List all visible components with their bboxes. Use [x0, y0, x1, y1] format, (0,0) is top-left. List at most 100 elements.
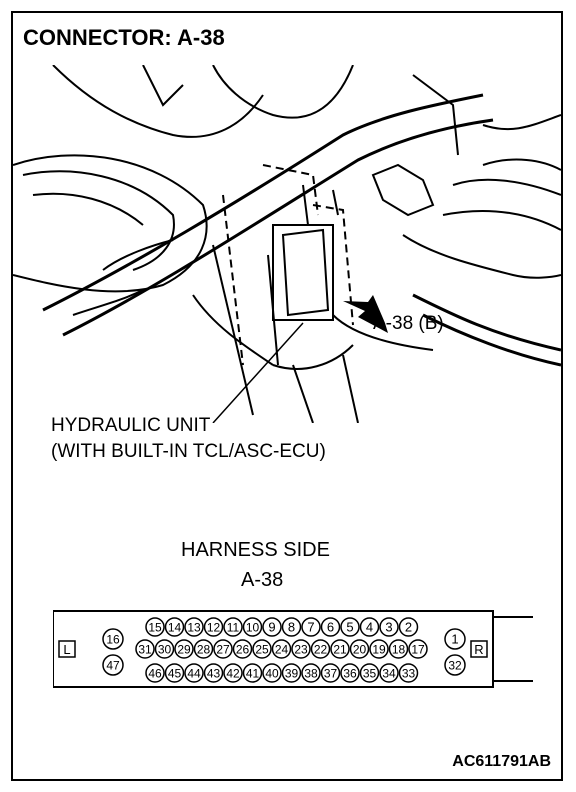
pin-8: 8 — [288, 620, 295, 635]
pin-3-circle — [379, 617, 399, 637]
pin-21: 21 — [333, 643, 347, 657]
pin-14: 14 — [168, 621, 182, 635]
pin-41: 41 — [246, 667, 260, 681]
pin-41-circle — [242, 663, 263, 683]
pin-45: 45 — [168, 667, 182, 681]
pin-7: 7 — [307, 620, 314, 635]
pin-29: 29 — [177, 643, 191, 657]
pin-27: 27 — [216, 643, 230, 657]
connector-housing — [53, 610, 494, 688]
pin-20-circle — [349, 639, 370, 659]
hydraulic-unit-sublabel: (WITH BUILT-IN TCL/ASC-ECU) — [51, 441, 326, 462]
pin-44: 44 — [187, 667, 201, 681]
pin-43: 43 — [207, 667, 221, 681]
pin-11-circle — [223, 617, 243, 637]
pin-23-circle — [291, 639, 311, 659]
pin-19-circle — [369, 639, 389, 659]
pin-31-circle — [135, 639, 155, 659]
pin-2: 2 — [405, 620, 412, 635]
pin-1-circle — [444, 628, 466, 650]
pin-6: 6 — [327, 620, 334, 635]
pin-15-circle — [145, 617, 165, 637]
pin-16-circle — [102, 628, 124, 650]
hydraulic-unit-label: HYDRAULIC UNIT — [51, 415, 211, 436]
pin-29-circle — [174, 639, 194, 659]
pin-23: 23 — [294, 643, 308, 657]
pin-39: 39 — [285, 667, 299, 681]
pin-30-circle — [154, 639, 175, 659]
pin-34-circle — [379, 663, 399, 683]
pin-26-circle — [232, 639, 253, 659]
pin-35: 35 — [363, 667, 377, 681]
pin-42-circle — [223, 663, 243, 683]
pin-4-circle — [359, 617, 380, 637]
pin-47-circle — [102, 654, 124, 676]
pin-1: 1 — [451, 632, 458, 647]
pin-16: 16 — [106, 633, 120, 647]
pin-36: 36 — [343, 667, 357, 681]
pin-25-circle — [252, 639, 272, 659]
pin-38-circle — [301, 663, 321, 683]
pin-38: 38 — [304, 667, 318, 681]
pin-17-circle — [408, 639, 428, 659]
pin-43-circle — [203, 663, 224, 683]
pin-30: 30 — [158, 643, 172, 657]
pin-21-circle — [330, 639, 350, 659]
pin-46-circle — [145, 663, 165, 683]
connector-callout-label: A-38 (B) — [373, 313, 444, 334]
pin-3: 3 — [385, 620, 392, 635]
engine-bay-illustration — [13, 65, 561, 423]
pin-12-circle — [203, 617, 224, 637]
figure-title: CONNECTOR: A-38 — [23, 25, 225, 50]
pin-10-circle — [242, 617, 263, 637]
left-side-marker-text: L — [63, 642, 70, 657]
pin-31: 31 — [138, 643, 152, 657]
pin-7-circle — [301, 617, 321, 637]
pin-34: 34 — [382, 667, 396, 681]
pin-42: 42 — [226, 667, 240, 681]
pin-9-circle — [262, 617, 282, 637]
pin-37: 37 — [324, 667, 338, 681]
right-side-marker-text: R — [474, 642, 483, 657]
pin-33-circle — [398, 663, 419, 683]
pin-32: 32 — [448, 659, 462, 673]
harness-side-label: HARNESS SIDE — [181, 539, 330, 561]
pin-33: 33 — [402, 667, 416, 681]
pin-36-circle — [340, 663, 360, 683]
pin-39-circle — [281, 663, 302, 683]
pin-4: 4 — [366, 620, 373, 635]
pin-46: 46 — [148, 667, 162, 681]
pin-10: 10 — [246, 621, 260, 635]
pin-32-circle — [444, 654, 466, 676]
pin-27-circle — [213, 639, 233, 659]
pin-18: 18 — [392, 643, 406, 657]
pin-15: 15 — [148, 621, 162, 635]
pin-20: 20 — [353, 643, 367, 657]
pin-9: 9 — [268, 620, 275, 635]
pin-28-circle — [193, 639, 214, 659]
figure-frame: CONNECTOR: A-38 — [11, 11, 563, 781]
pin-14-circle — [164, 617, 185, 637]
pin-24-circle — [271, 639, 292, 659]
pin-44-circle — [184, 663, 204, 683]
pin-18-circle — [388, 639, 409, 659]
pin-5-circle — [340, 617, 360, 637]
pin-22: 22 — [314, 643, 328, 657]
pin-24: 24 — [275, 643, 289, 657]
pin-22-circle — [310, 639, 331, 659]
pin-8-circle — [281, 617, 302, 637]
pin-2-circle — [398, 617, 419, 637]
pin-19: 19 — [372, 643, 386, 657]
left-side-marker — [58, 640, 76, 658]
pin-28: 28 — [197, 643, 211, 657]
pin-35-circle — [359, 663, 380, 683]
pin-12: 12 — [207, 621, 221, 635]
pin-6-circle — [320, 617, 341, 637]
pin-40: 40 — [265, 667, 279, 681]
pin-17: 17 — [411, 643, 425, 657]
pin-37-circle — [320, 663, 341, 683]
pin-13-circle — [184, 617, 204, 637]
pin-11: 11 — [227, 621, 240, 635]
pin-40-circle — [262, 663, 282, 683]
